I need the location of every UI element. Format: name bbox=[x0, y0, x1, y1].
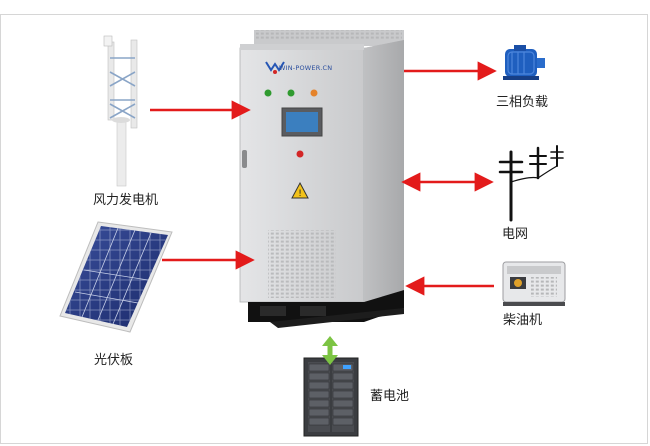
battery-rack-icon bbox=[303, 357, 359, 437]
diagram-frame bbox=[0, 14, 648, 444]
brand-logo bbox=[265, 61, 285, 74]
label-battery: 蓄电池 bbox=[370, 389, 410, 404]
utility-pole-icon bbox=[498, 145, 564, 222]
indicator-light-1 bbox=[264, 89, 272, 97]
label-wind-turbine: 风力发电机 bbox=[93, 193, 159, 208]
battery-link-arrow bbox=[322, 336, 338, 365]
diesel-generator-icon bbox=[502, 261, 566, 306]
label-diesel-generator: 柴油机 bbox=[503, 313, 543, 328]
inverter-cabinet: ! bbox=[239, 30, 404, 328]
label-solar-panel: 光伏板 bbox=[94, 353, 134, 368]
indicator-light-3 bbox=[310, 89, 318, 97]
emergency-stop-button bbox=[296, 150, 304, 158]
warning-sign-icon bbox=[291, 181, 309, 199]
motor-icon bbox=[503, 45, 545, 80]
label-three-phase-load: 三相负载 bbox=[496, 95, 549, 110]
wind-turbine-icon bbox=[103, 35, 138, 187]
indicator-light-2 bbox=[287, 89, 295, 97]
label-grid: 电网 bbox=[502, 227, 529, 242]
solar-panel-icon bbox=[59, 221, 173, 333]
svg-text:!: ! bbox=[298, 189, 302, 199]
cabinet-brand-text: WIN-POWER.CN bbox=[279, 64, 333, 72]
